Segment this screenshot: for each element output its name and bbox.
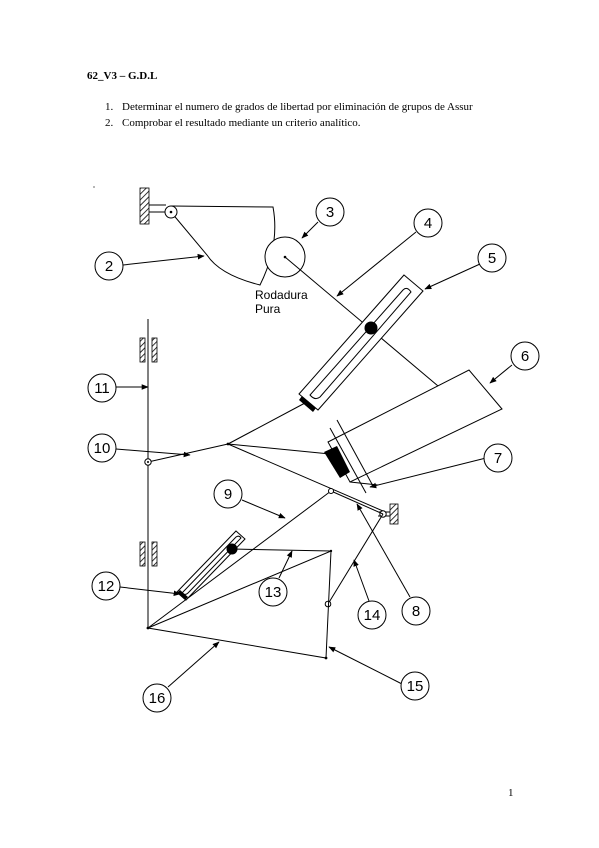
callout-13: 13	[258, 577, 288, 607]
central-joint-links	[226, 402, 384, 512]
callout-14: 14	[357, 600, 387, 630]
callout-11: 11	[87, 373, 117, 403]
svg-text:4: 4	[424, 215, 432, 232]
svg-text:10: 10	[94, 440, 111, 457]
svg-text:9: 9	[224, 486, 232, 503]
link-16-plate	[146, 550, 332, 659]
link-9-connector	[330, 490, 384, 515]
link-13-bar	[231, 548, 332, 552]
stray-dot	[93, 186, 95, 188]
link-9-joint	[328, 488, 334, 494]
callout-4: 4	[413, 208, 443, 238]
link-8-bar	[327, 513, 384, 605]
ground-support-right	[378, 503, 399, 525]
link-6-cylinder	[324, 369, 503, 494]
instruction-number: 1.	[105, 101, 114, 113]
link-9-bar	[147, 490, 332, 629]
svg-text:6: 6	[521, 348, 529, 365]
link-12-slotted-slider	[176, 530, 246, 601]
svg-text:5: 5	[488, 250, 496, 267]
rolling-label-line1: Rodadura	[255, 288, 308, 302]
svg-text:15: 15	[407, 678, 424, 695]
svg-text:2: 2	[105, 258, 113, 275]
link-16-joint	[146, 626, 150, 630]
callout-9: 9	[213, 479, 243, 509]
link-11-vertical-slider	[139, 319, 229, 628]
callout-5: 5	[477, 243, 507, 273]
instruction-number: 2.	[105, 117, 114, 129]
document-title: 62_V3 – G.D.L	[87, 70, 158, 82]
callout-8: 8	[401, 596, 431, 626]
svg-text:13: 13	[265, 584, 282, 601]
instruction-item: 1. Determinar el numero de grados de libe…	[105, 99, 473, 115]
callout-6: 6	[510, 341, 540, 371]
link-5-slotted-slider	[298, 274, 424, 412]
svg-text:8: 8	[412, 603, 420, 620]
svg-text:7: 7	[494, 450, 502, 467]
callout-2: 2	[94, 251, 124, 281]
instruction-list: 1. Determinar el numero de grados de libe…	[105, 99, 473, 131]
link-15-joint	[324, 656, 328, 660]
callout-15: 15	[400, 671, 430, 701]
svg-text:14: 14	[364, 607, 381, 624]
svg-text:16: 16	[149, 690, 166, 707]
callout-7: 7	[483, 443, 513, 473]
instruction-text: Comprobar el resultado mediante un crite…	[122, 117, 361, 129]
svg-text:12: 12	[98, 578, 115, 595]
instruction-item: 2. Comprobar el resultado mediante un cri…	[105, 115, 473, 131]
page-number: 1	[508, 787, 514, 799]
callout-leaders	[115, 221, 513, 688]
callout-10: 10	[87, 433, 117, 463]
svg-text:11: 11	[94, 380, 110, 397]
link-2-sector	[164, 205, 276, 286]
callout-16: 16	[142, 683, 172, 713]
svg-text:3: 3	[326, 204, 334, 221]
instruction-text: Determinar el numero de grados de libert…	[122, 101, 473, 113]
ground-support-top	[139, 187, 171, 225]
rolling-label-line2: Pura	[255, 302, 281, 316]
callout-12: 12	[91, 571, 121, 601]
callout-3: 3	[315, 197, 345, 227]
